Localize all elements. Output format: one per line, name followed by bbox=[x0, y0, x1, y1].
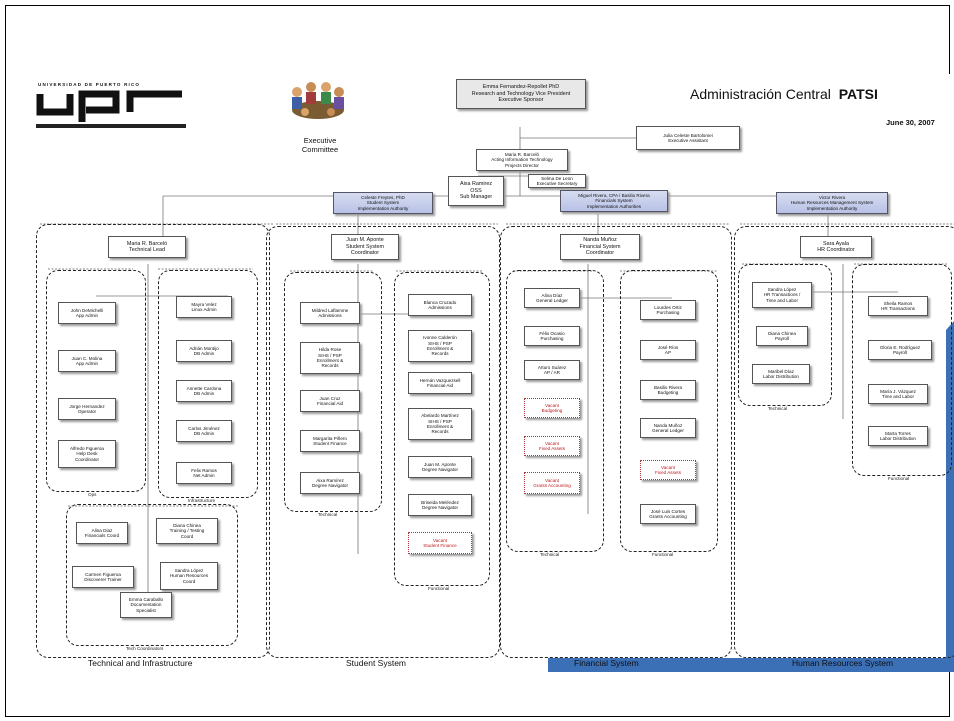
fin-tech-4-vacant: Vacant Budgeting bbox=[524, 398, 580, 418]
committee-icon bbox=[292, 82, 344, 119]
fin-tech-3: Arturo Suárez AP / AR bbox=[524, 360, 580, 380]
tech-coord-3: Carmen Figueroa Discoverer Trainer bbox=[72, 566, 134, 588]
hr-lead-box: Sara Ayala HR Coordinator bbox=[800, 236, 872, 258]
fin-func-1: Lourdes Ortiz Purchasing bbox=[640, 300, 696, 320]
financial-authority-box: Miguel Rivera, CPA / Basilio Rivera Fina… bbox=[560, 190, 668, 212]
projects-director-box: Maria R. Barceló Acting Information Tech… bbox=[476, 149, 568, 171]
student-func-subgroup bbox=[394, 272, 490, 586]
org-chart-slide: UNIVERSIDAD DE PUERTO RICO Executive Com… bbox=[28, 74, 954, 672]
tech-coord-4: Sandra López Human Resources Coord bbox=[160, 562, 218, 590]
fin-tech-6-vacant: Vacant Grants Accounting bbox=[524, 472, 580, 494]
tech-coord-2: Diana Chinea Training / Testing Coord bbox=[156, 518, 218, 544]
fin-func-2: José Ríos AP bbox=[640, 340, 696, 360]
fin-func-4: Nanda Muñoz General Ledger bbox=[640, 418, 696, 438]
fin-func-5-vacant: Vacant Fixed Assets bbox=[640, 460, 696, 480]
tech-coord-5: Emma Caraballo Documentation Specialist bbox=[120, 592, 172, 618]
executive-assistant-box: Julia Celeste Bartolomei Executive Assis… bbox=[636, 126, 740, 150]
student-func-2: Ivonne Calderón SIHS / PSP Enrollment & … bbox=[408, 330, 472, 362]
tech-group-label: Technical and Infrastructure bbox=[88, 658, 193, 668]
student-func-3: Hernán Vazquezsell Financial Aid bbox=[408, 372, 472, 394]
coord-label: Tech Coordinators bbox=[126, 646, 164, 651]
fin-tech-subgroup bbox=[506, 270, 604, 552]
student-func-6: Briseida Meléndez Degree Navigator bbox=[408, 494, 472, 516]
hr-tech-subgroup bbox=[738, 264, 832, 406]
tech-infra-3: Annette Cardona DB Admin bbox=[176, 380, 232, 402]
financial-group-label: Financial System bbox=[574, 658, 639, 668]
logo-caption: UNIVERSIDAD DE PUERTO RICO bbox=[38, 82, 141, 87]
student-group-label: Student System bbox=[346, 658, 407, 668]
student-tech-3: Juan Cruz Financial Aid bbox=[300, 390, 360, 412]
slide-frame: UNIVERSIDAD DE PUERTO RICO Executive Com… bbox=[5, 5, 954, 717]
hr-func-3: María J. Vázquez Time and Labor bbox=[868, 384, 928, 404]
fin-func-label: Functional bbox=[652, 552, 674, 557]
fin-tech-1: Alina Díaz General Ledger bbox=[524, 288, 580, 308]
fin-tech-label: Technical bbox=[540, 552, 560, 557]
tech-ops-1: John DeMichelli App Admin bbox=[58, 302, 116, 324]
page-title: Administración Central PATSI bbox=[690, 86, 878, 102]
student-tech-subgroup bbox=[284, 272, 382, 512]
hr-tech-1: Sandra López HR Transactions / Time and … bbox=[752, 282, 812, 308]
tech-infra-2: Adrián Montijo DB Admin bbox=[176, 340, 232, 362]
hr-func-label: Functional bbox=[888, 476, 910, 481]
tech-ops-4: Alfredo Figueroa Help Desk Coordinator bbox=[58, 440, 116, 468]
hr-group bbox=[734, 226, 954, 658]
ops-label: Ops bbox=[88, 492, 97, 497]
tech-ops-3: Jorge Hernandez Operator bbox=[58, 398, 116, 420]
fin-func-subgroup bbox=[620, 270, 718, 552]
upr-logo: UNIVERSIDAD DE PUERTO RICO bbox=[36, 82, 186, 128]
hr-authority-box: Victor Rivera Human Resources Management… bbox=[776, 192, 888, 214]
student-func-label: Functional bbox=[428, 586, 450, 591]
fin-func-6: José Luis Cortes Grants Accounting bbox=[640, 504, 696, 524]
hr-func-subgroup bbox=[852, 264, 952, 476]
student-tech-5: Aixa Ramírez Degree Navigator bbox=[300, 472, 360, 494]
student-tech-1: Mildred Laflamme Admissions bbox=[300, 302, 360, 324]
student-authority-box: Celeste Freytes, PhD Student System Impl… bbox=[333, 192, 433, 214]
hr-tech-2: Diana Chinea Payroll bbox=[756, 326, 808, 346]
coord-subgroup bbox=[66, 504, 238, 646]
tech-infra-5: Felix Ramos Net Admin bbox=[176, 462, 232, 484]
student-tech-label: Technical bbox=[318, 512, 338, 517]
student-func-7-vacant: Vacant Student Finance bbox=[408, 532, 472, 554]
infra-subgroup bbox=[158, 270, 258, 498]
tech-infra-4: Carlos Jiménez DB Admin bbox=[176, 420, 232, 442]
hr-func-1: Sheila Ramos HR Transactions bbox=[868, 296, 928, 316]
student-group bbox=[266, 226, 500, 658]
tech-coord-1: Alina Diaz Financials Coord bbox=[76, 522, 128, 544]
tech-ops-2: Juan C. Molina App Admin bbox=[58, 350, 116, 372]
financial-lead-box: Nanda Muñoz Financial System Coordinator bbox=[560, 234, 640, 260]
infra-label: Infrastructure bbox=[188, 498, 216, 503]
hr-func-4: Marta Torres Labor Distribution bbox=[868, 426, 928, 446]
hr-func-2: Gloria E. Rodríguez Payroll bbox=[868, 340, 932, 360]
fin-tech-5-vacant: Vacant Fixed Assets bbox=[524, 436, 580, 456]
tech-lead-box: Maria R. Barceló Technical Lead bbox=[108, 236, 186, 258]
executive-sponsor-box: Emma Fernandez-Repollet PhD Research and… bbox=[456, 79, 586, 109]
upr-logo-mark bbox=[36, 90, 182, 122]
fin-tech-2: Félix Ocasio Purchasing bbox=[524, 326, 580, 346]
fin-func-3: Basilio Rivera Budgeting bbox=[640, 380, 696, 400]
ops-subgroup bbox=[46, 270, 146, 492]
title-prefix: Administración Central bbox=[690, 86, 831, 102]
committee-label: Executive Committee bbox=[301, 136, 339, 154]
date-label: June 30, 2007 bbox=[886, 118, 935, 127]
student-tech-4: Margarita Piñero Student Finance bbox=[300, 430, 360, 452]
student-func-1: Blanca Cruzado Admissions bbox=[408, 294, 472, 316]
hr-group-label: Human Resources System bbox=[792, 658, 894, 668]
sub-manager-box: Aixa Ramirez OSS Sub Manager bbox=[448, 176, 504, 206]
student-func-5: Juan M. Aponte Degree Navigator bbox=[408, 456, 472, 478]
hr-tech-label: Technical bbox=[768, 406, 788, 411]
tech-infra-1: Mayra Velez Linux Admin bbox=[176, 296, 232, 318]
hr-tech-3: Maribel Díaz Labor Distribution bbox=[752, 364, 810, 384]
student-func-4: Abelardo Martínez SIHS / PSP Enrollment … bbox=[408, 408, 472, 440]
executive-secretary-box: Selma De Leon Executive Secretary bbox=[528, 174, 586, 188]
student-lead-box: Juan M. Aponte Student System Coordinato… bbox=[331, 234, 399, 260]
tech-group bbox=[36, 224, 270, 658]
student-tech-2: Hilda Rose SIHS / PSP Enrollment & Recor… bbox=[300, 342, 360, 374]
financial-group bbox=[500, 226, 732, 658]
title-strong: PATSI bbox=[838, 86, 878, 102]
